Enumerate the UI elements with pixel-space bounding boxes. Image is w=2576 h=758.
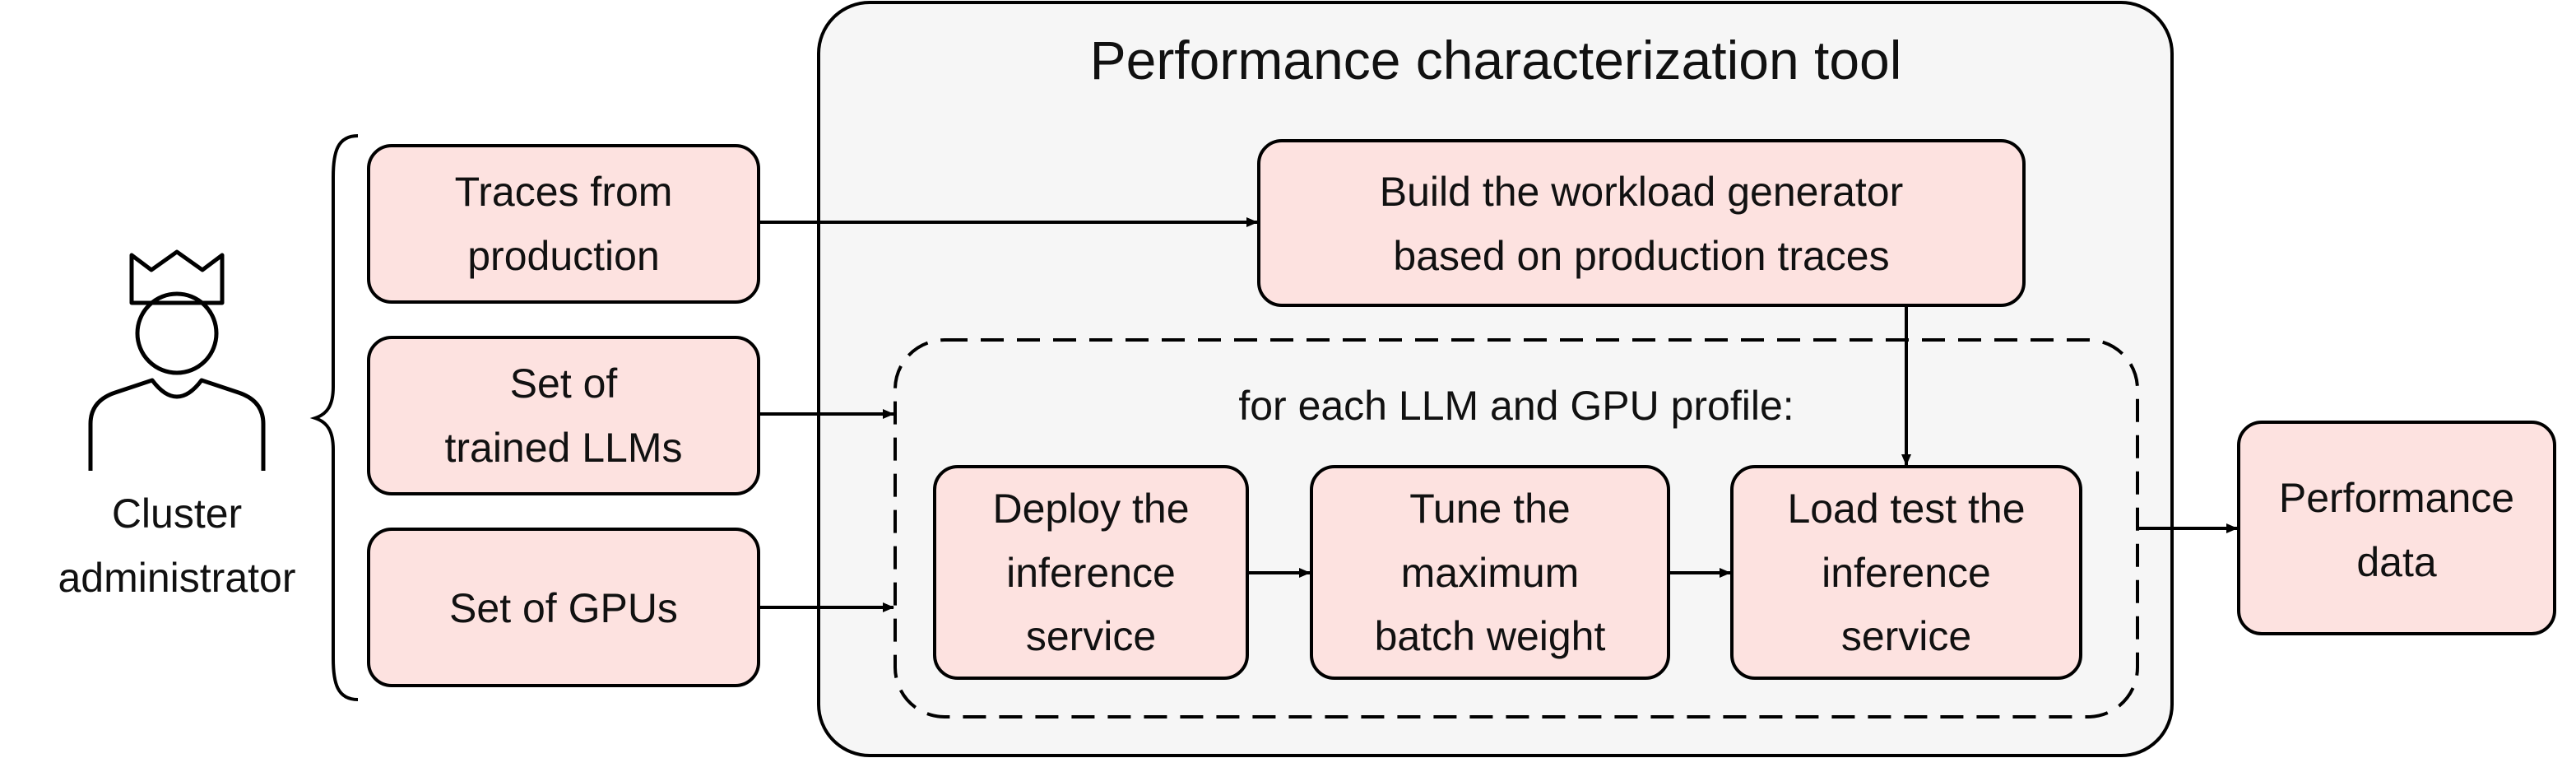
actor-label-line2: administrator xyxy=(58,555,296,601)
tune-label-line3: batch weight xyxy=(1375,613,1606,659)
traces-label-line1: Traces from xyxy=(455,169,673,215)
loop-label: for each LLM and GPU profile: xyxy=(1238,383,1794,429)
deploy-label-line2: inference xyxy=(1006,550,1176,596)
generator-label-line1: Build the workload generator xyxy=(1380,169,1904,215)
traces-label-line2: production xyxy=(467,233,660,279)
input-group-brace xyxy=(309,134,359,701)
tune-label-line2: maximum xyxy=(1401,550,1580,596)
deploy-label-line1: Deploy the xyxy=(992,486,1189,532)
llms-label-line2: trained LLMs xyxy=(444,425,682,471)
gpus-label-line1: Set of GPUs xyxy=(449,585,678,631)
llms-label-line1: Set of xyxy=(510,360,618,407)
output-label-line2: data xyxy=(2356,539,2437,585)
generator-box xyxy=(1257,139,2026,307)
loadtest-label-line1: Load test the xyxy=(1787,486,2025,532)
loadtest-label-line3: service xyxy=(1841,613,1971,659)
generator-label-line2: based on production traces xyxy=(1393,233,1889,279)
admin-person-with-crown-icon xyxy=(88,249,266,471)
tune-label-line1: Tune the xyxy=(1409,486,1571,532)
actor-label-line1: Cluster xyxy=(112,491,242,537)
loadtest-box xyxy=(1730,465,2082,680)
tool-title: Performance characterization tool xyxy=(1090,30,1902,91)
output-box xyxy=(2237,421,2556,635)
deploy-label-line3: service xyxy=(1026,613,1156,659)
loadtest-label-line2: inference xyxy=(1822,550,1991,596)
output-label-line1: Performance xyxy=(2279,475,2514,521)
